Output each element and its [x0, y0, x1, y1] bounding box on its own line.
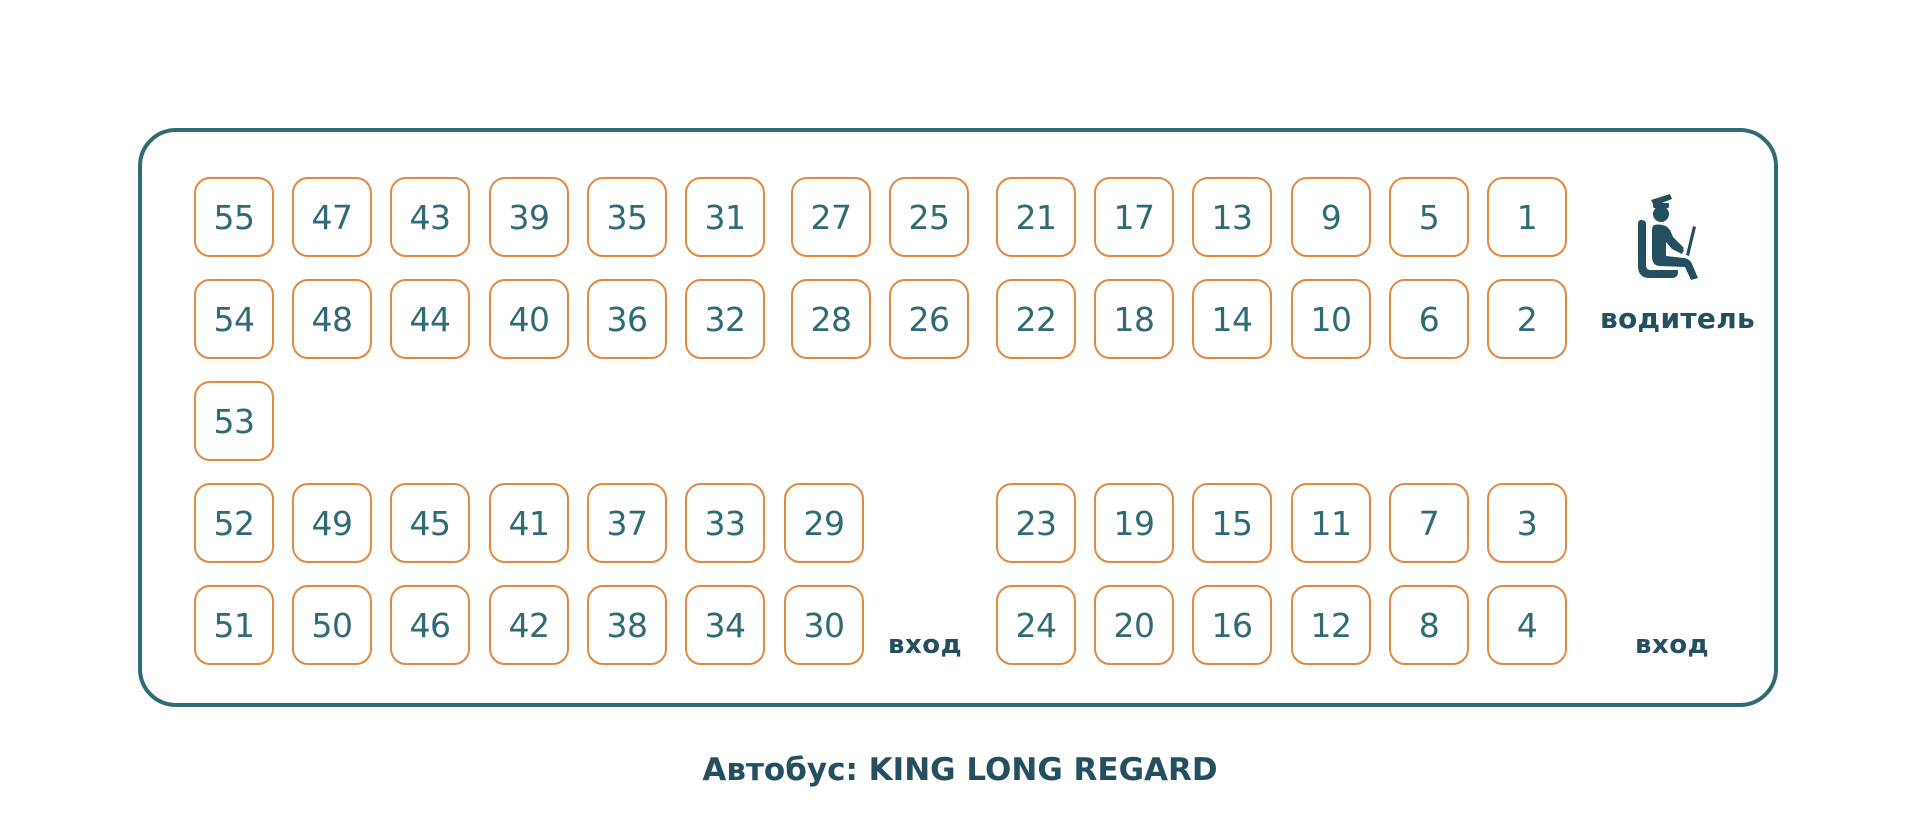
seat[interactable]: 19 — [1094, 483, 1174, 563]
seat[interactable]: 31 — [685, 177, 765, 257]
seat[interactable]: 3 — [1487, 483, 1567, 563]
bus-model-caption: Автобус: KING LONG REGARD — [0, 752, 1920, 788]
seat[interactable]: 32 — [685, 279, 765, 359]
seat[interactable]: 29 — [784, 483, 864, 563]
seat[interactable]: 12 — [1291, 585, 1371, 665]
seat[interactable]: 17 — [1094, 177, 1174, 257]
seat[interactable]: 36 — [587, 279, 667, 359]
seat[interactable]: 24 — [996, 585, 1076, 665]
seat[interactable]: 48 — [292, 279, 372, 359]
seat[interactable]: 52 — [194, 483, 274, 563]
seat[interactable]: 38 — [587, 585, 667, 665]
seat[interactable]: 9 — [1291, 177, 1371, 257]
seat[interactable]: 50 — [292, 585, 372, 665]
bus-outline — [138, 128, 1778, 707]
seat[interactable]: 25 — [889, 177, 969, 257]
seat[interactable]: 10 — [1291, 279, 1371, 359]
seat[interactable]: 4 — [1487, 585, 1567, 665]
seat[interactable]: 26 — [889, 279, 969, 359]
front-entrance-label: вход — [1635, 630, 1710, 660]
seat[interactable]: 33 — [685, 483, 765, 563]
seat[interactable]: 16 — [1192, 585, 1272, 665]
seat[interactable]: 6 — [1389, 279, 1469, 359]
bus-model-name: KING LONG REGARD — [868, 752, 1218, 788]
seat[interactable]: 42 — [489, 585, 569, 665]
seat[interactable]: 35 — [587, 177, 667, 257]
seat[interactable]: 21 — [996, 177, 1076, 257]
bus-model-label: Автобус: — [702, 752, 858, 788]
seat[interactable]: 44 — [390, 279, 470, 359]
seat[interactable]: 37 — [587, 483, 667, 563]
driver-seat-icon — [1638, 194, 1698, 280]
seat[interactable]: 5 — [1389, 177, 1469, 257]
seat[interactable]: 14 — [1192, 279, 1272, 359]
seat[interactable]: 40 — [489, 279, 569, 359]
seat[interactable]: 27 — [791, 177, 871, 257]
seat[interactable]: 43 — [390, 177, 470, 257]
seat[interactable]: 15 — [1192, 483, 1272, 563]
seat[interactable]: 22 — [996, 279, 1076, 359]
middle-entrance-label: вход — [888, 630, 963, 660]
seat[interactable]: 20 — [1094, 585, 1174, 665]
seat[interactable]: 18 — [1094, 279, 1174, 359]
seat[interactable]: 45 — [390, 483, 470, 563]
seat[interactable]: 39 — [489, 177, 569, 257]
seat[interactable]: 23 — [996, 483, 1076, 563]
seat[interactable]: 11 — [1291, 483, 1371, 563]
seat[interactable]: 51 — [194, 585, 274, 665]
seat[interactable]: 2 — [1487, 279, 1567, 359]
seat[interactable]: 7 — [1389, 483, 1469, 563]
seat[interactable]: 54 — [194, 279, 274, 359]
seat[interactable]: 13 — [1192, 177, 1272, 257]
seat[interactable]: 28 — [791, 279, 871, 359]
seat[interactable]: 30 — [784, 585, 864, 665]
seat[interactable]: 34 — [685, 585, 765, 665]
seat[interactable]: 1 — [1487, 177, 1567, 257]
driver-label: водитель — [1600, 302, 1756, 335]
seat[interactable]: 41 — [489, 483, 569, 563]
seat[interactable]: 47 — [292, 177, 372, 257]
seat[interactable]: 46 — [390, 585, 470, 665]
seat[interactable]: 8 — [1389, 585, 1469, 665]
seat[interactable]: 53 — [194, 381, 274, 461]
seat[interactable]: 55 — [194, 177, 274, 257]
seat[interactable]: 49 — [292, 483, 372, 563]
